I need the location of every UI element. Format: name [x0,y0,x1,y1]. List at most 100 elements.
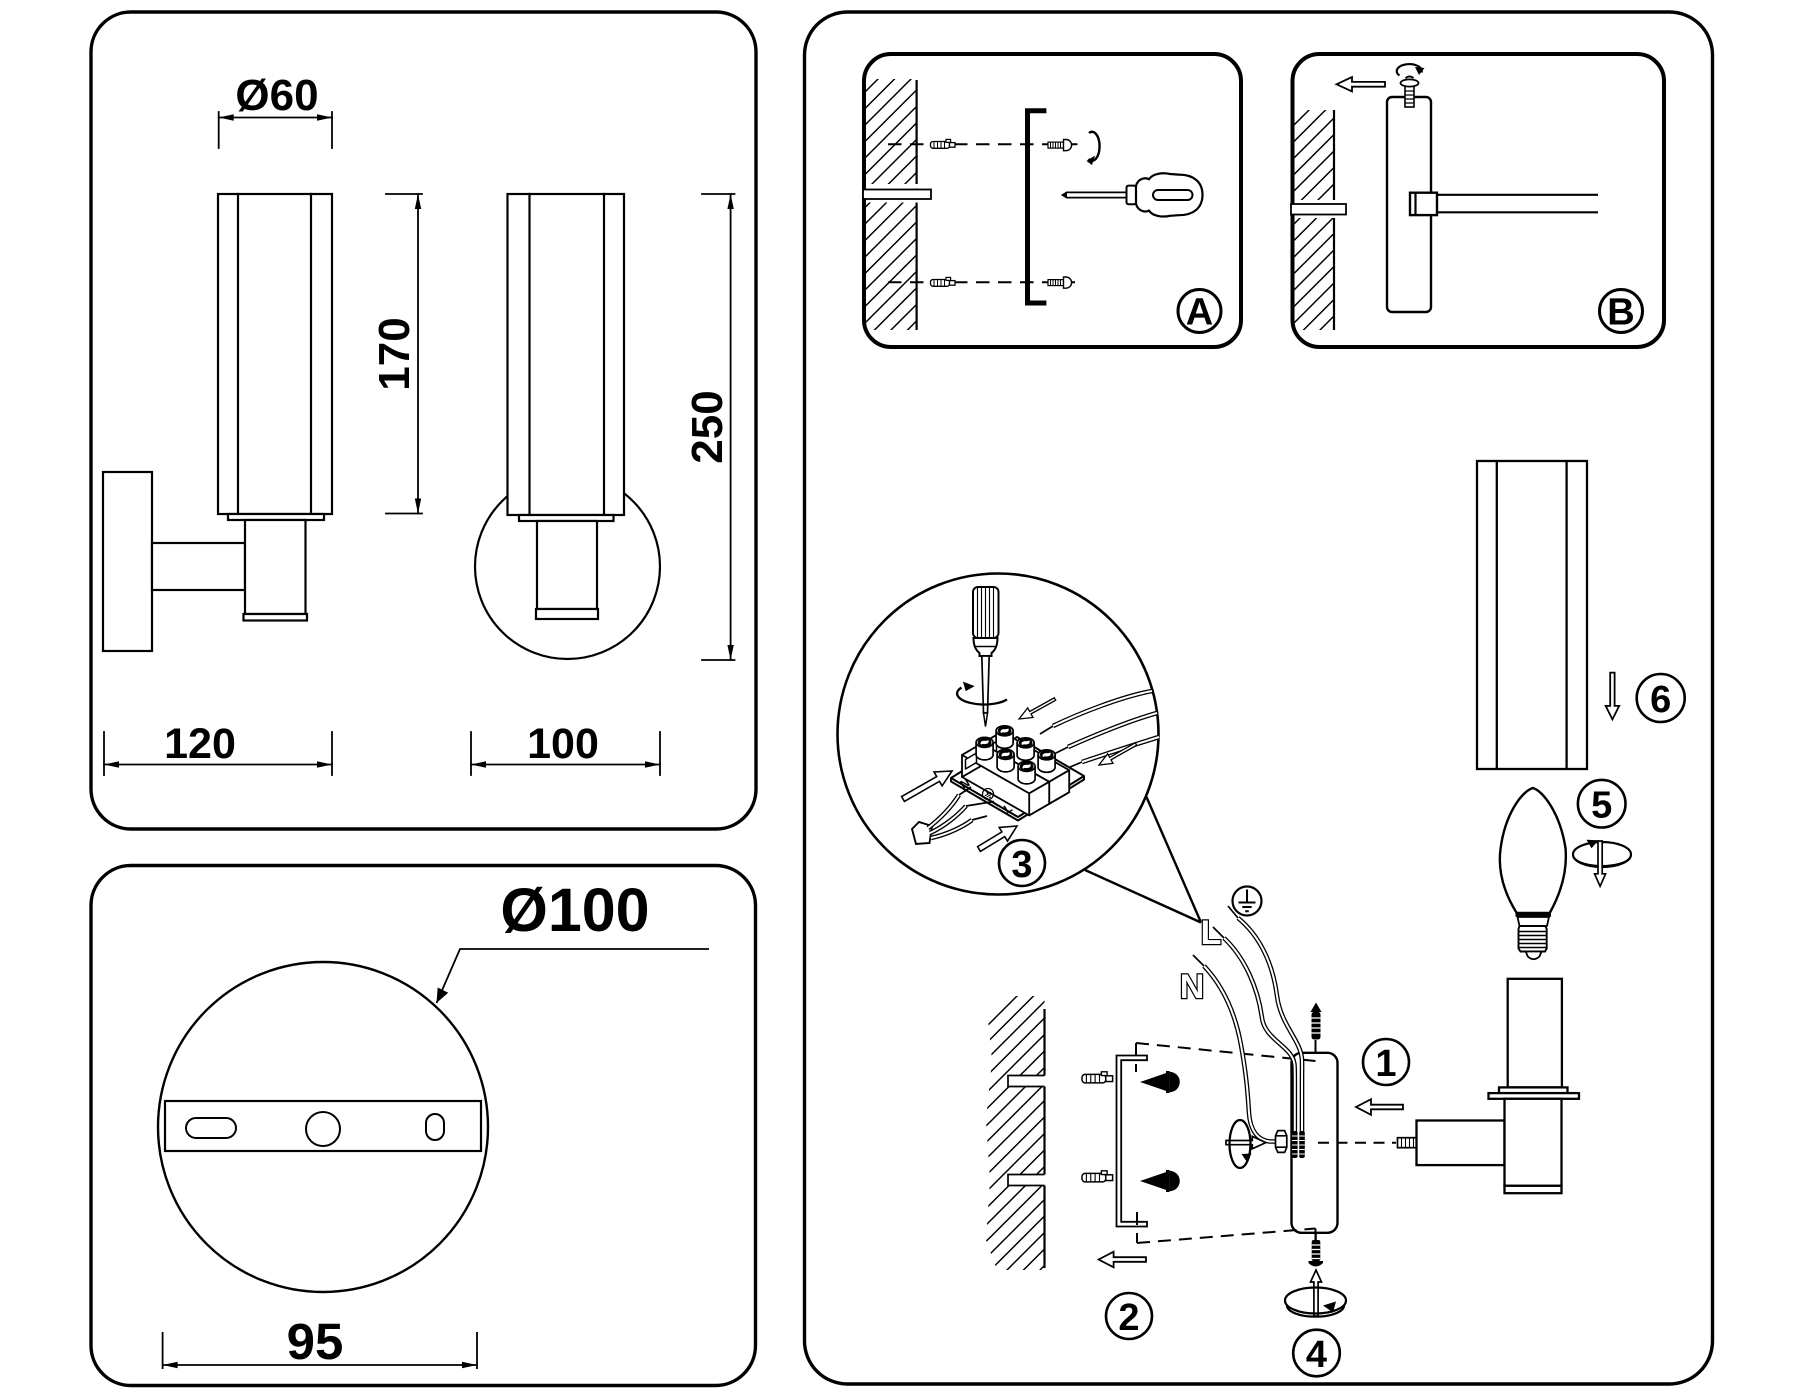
step-6-label: 6 [1650,679,1671,721]
top-fixing-screw [1310,1002,1322,1040]
drill-holes [1007,1074,1045,1187]
insert-right-arrow-icon [1225,1134,1268,1151]
terminal-screws-front [975,736,1036,785]
dim-hole-spacing-label: 95 [287,1313,344,1370]
dimension-hole-spacing: 95 [161,1313,478,1370]
dimension-width: 100 [470,720,661,776]
step-3-badge: 3 [997,838,1047,888]
rotate-arrow-icon [1086,130,1101,165]
step-5-label: 5 [1591,785,1612,827]
candle-bulb [1498,786,1568,961]
dim-shade-diameter-label: Ø60 [235,71,318,120]
shade-tube [1475,459,1589,771]
panel-mounting-plate: Ø100 95 [89,863,758,1388]
pull-arrow-icon [1017,696,1057,720]
black-screw-icon [1140,1170,1180,1192]
step-3-label: 3 [1011,844,1032,886]
lamp-body [1318,977,1581,1195]
down-arrow-icon [1604,671,1621,722]
plate-small-hole [425,1113,445,1141]
adjust-screw-icon [1399,75,1420,108]
slide-left-arrow-icon [1354,1097,1404,1117]
insert-arrow-icon [976,825,1019,853]
step-5-badge: 5 [1576,778,1627,829]
method-a-badge: A [1176,288,1223,334]
wall-anchor-icon [929,276,956,287]
tighten-gland-icons [1225,1118,1268,1170]
rotate-arrow-icon [1395,63,1425,77]
wall-anchor-icon [929,138,956,149]
step-2-label: 2 [1118,1297,1139,1339]
subpanel-method-a: A [862,52,1243,349]
wall-section-a [866,79,917,330]
sconce-front-view [473,192,662,661]
rotate-ring-icon [1283,1286,1348,1318]
step-6-badge: 6 [1635,672,1686,724]
cable-gland-nut [1274,1129,1288,1154]
mounting-plate-rear-view [156,960,490,1294]
candle-socket-tube [1506,977,1564,1089]
rotate-arrow-icon [955,681,1008,706]
step-2-wall-mounting: 2 [986,996,1180,1341]
backplate [1290,1051,1339,1235]
backplate-assembly: 4 [1135,905,1348,1378]
plate-center-hole [305,1111,341,1147]
cable-left [910,786,995,846]
dimension-total-height: 250 [683,193,736,661]
sconce-side-view [101,192,334,653]
step-4-badge: 4 [1291,1328,1342,1378]
dim-shade-height-label: 170 [370,317,419,390]
pull-arrow-icon [1097,741,1138,766]
wall-anchor-icon [1081,1170,1114,1183]
wall-anchor-icon [1081,1071,1114,1084]
step-1-badge: 1 [1361,1037,1411,1087]
mounting-bracket-side [1025,108,1047,306]
panel-dimensions-border [89,10,758,831]
supply-wires: L N [1179,885,1263,1007]
dimension-plate-diameter: Ø100 [435,876,709,1004]
dimension-shade-height: 170 [370,193,423,515]
wiring-detail-bubble: N L 3 [836,572,1203,924]
ground-symbol-icon [1231,885,1263,917]
screw-icon [1047,276,1073,289]
step-2-badge: 2 [1104,1291,1154,1341]
dim-width-label: 100 [527,720,599,768]
dim-total-height-label: 250 [683,390,732,463]
wall-section [986,996,1045,1270]
mounting-bracket-profile [1115,1054,1148,1228]
threaded-pin [1396,1136,1418,1149]
dim-plate-diameter-label: Ø100 [500,876,649,944]
cable-clamp-studs [1292,1131,1305,1158]
terminal-screws-back [995,724,1056,774]
screw-bulb-rotation-icon [1571,839,1633,889]
screwdriver-vertical-icon [972,586,1000,727]
wire-neutral-label: N [1180,968,1205,1006]
lamp-arm-rod [1408,191,1598,217]
method-b-badge: B [1598,288,1644,334]
insert-arrow-icon [900,770,954,803]
step-4-label: 4 [1306,1334,1327,1376]
slide-left-arrow-icon [1096,1250,1147,1269]
screw-icon [1047,138,1073,152]
step-1-label: 1 [1375,1043,1396,1085]
bottom-fixing-screw [1308,1233,1323,1267]
wall-section-b [1294,110,1334,330]
plate-slot-hole [185,1117,237,1139]
mains-cable-stub-b [1290,203,1347,216]
socket-housing [1415,1119,1506,1167]
black-screw-icon [1140,1071,1180,1093]
mains-cable-stub [862,188,932,200]
method-b-label: B [1607,292,1634,334]
wires-down [1192,905,1305,1144]
dimension-depth: 120 [103,720,333,776]
method-a-label: A [1186,292,1213,334]
bubble-pointer [1084,796,1203,924]
wires-right [1039,688,1160,769]
wire-live-label: L [1201,914,1222,952]
panel-installation: A [802,10,1715,1386]
screwdriver-icon [1060,172,1204,218]
terminal-block [950,724,1085,822]
panel-dimensions: Ø60 170 250 120 [89,10,758,831]
